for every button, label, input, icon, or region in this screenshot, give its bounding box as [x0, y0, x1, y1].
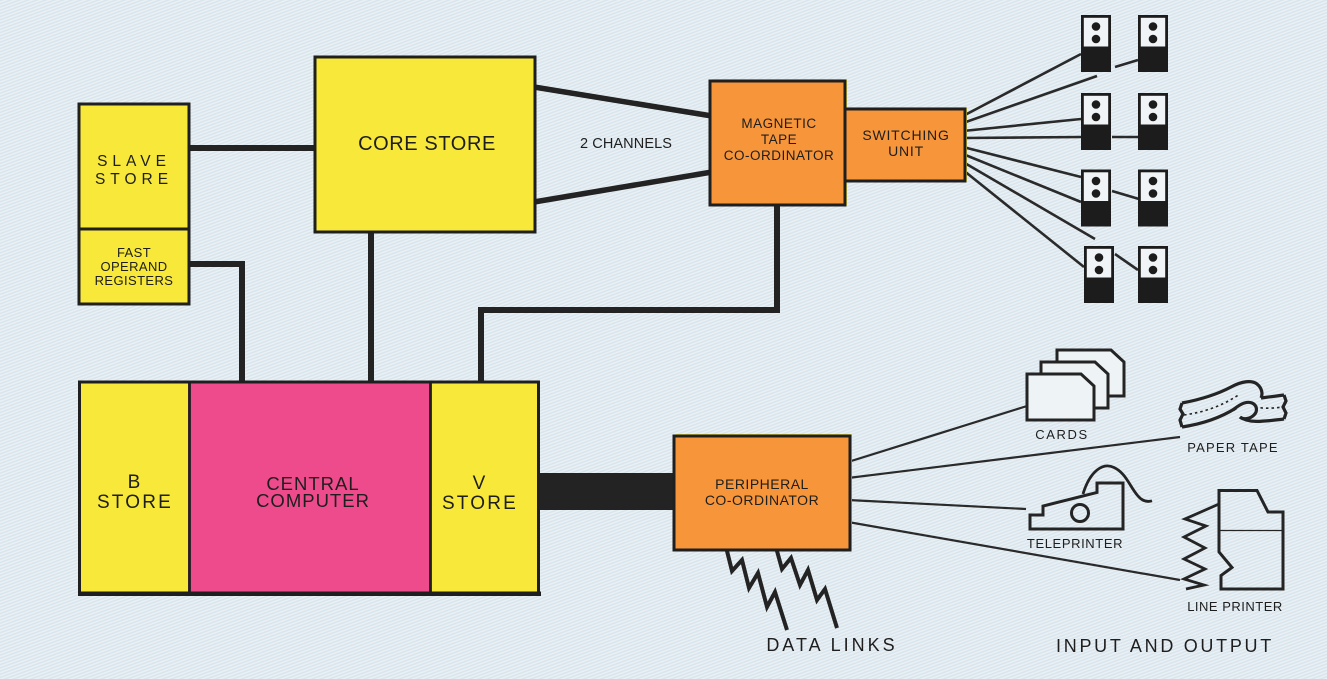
svg-text:CORE STORE: CORE STORE — [358, 133, 496, 155]
svg-text:CO-ORDINATOR: CO-ORDINATOR — [724, 148, 835, 163]
svg-text:DATA LINKS: DATA LINKS — [766, 635, 897, 655]
svg-text:STORE: STORE — [442, 493, 518, 514]
svg-text:INPUT AND OUTPUT: INPUT AND OUTPUT — [1056, 636, 1274, 656]
svg-text:SLAVE: SLAVE — [97, 153, 171, 170]
svg-text:FAST: FAST — [117, 245, 151, 260]
svg-text:COMPUTER: COMPUTER — [256, 490, 370, 511]
svg-text:V: V — [473, 473, 488, 494]
svg-text:CENTRAL: CENTRAL — [266, 473, 359, 494]
svg-text:TELEPRINTER: TELEPRINTER — [1027, 536, 1123, 551]
svg-text:CARDS: CARDS — [1035, 427, 1089, 442]
svg-text:TAPE: TAPE — [761, 132, 797, 147]
svg-text:OPERAND: OPERAND — [100, 259, 167, 274]
svg-text:STORE: STORE — [97, 492, 173, 513]
svg-text:CO-ORDINATOR: CO-ORDINATOR — [705, 492, 819, 508]
svg-text:2 CHANNELS: 2 CHANNELS — [580, 136, 672, 152]
svg-text:PERIPHERAL: PERIPHERAL — [715, 476, 809, 492]
svg-text:B: B — [128, 472, 143, 493]
svg-text:LINE PRINTER: LINE PRINTER — [1187, 599, 1283, 614]
svg-text:REGISTERS: REGISTERS — [95, 273, 174, 288]
svg-text:MAGNETIC: MAGNETIC — [741, 116, 816, 131]
svg-text:SWITCHING: SWITCHING — [862, 127, 949, 143]
svg-text:STORE: STORE — [95, 171, 173, 188]
svg-text:UNIT: UNIT — [888, 143, 924, 159]
svg-text:PAPER TAPE: PAPER TAPE — [1187, 440, 1278, 455]
